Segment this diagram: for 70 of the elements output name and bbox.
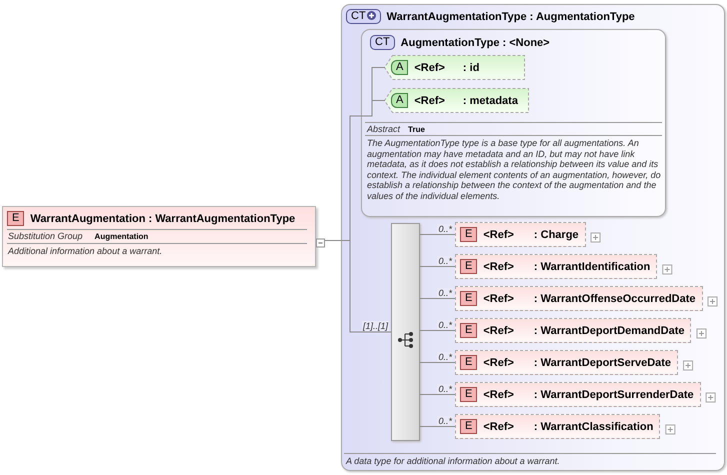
property-value: True: [408, 124, 425, 134]
property-label: Substitution Group: [8, 231, 83, 241]
connector-line: [324, 240, 342, 241]
connector-line: [420, 234, 456, 235]
description: A data type for additional information about a warrant.: [346, 456, 560, 466]
connector-line: [420, 266, 456, 267]
complex-type-panel: [341, 4, 725, 471]
attribute-badge: A: [391, 93, 408, 108]
element-reference-box: [455, 254, 658, 279]
element-reference-box: [455, 318, 692, 343]
reference-tag: <Ref>: [483, 260, 514, 272]
connector-line: [420, 394, 456, 395]
edge-label: [1]..[1]: [362, 321, 389, 331]
type-name: AugmentationType : <None>: [400, 36, 550, 48]
complex-type-panel: [361, 29, 666, 217]
element-box: [2, 206, 316, 267]
description: Additional information about a warrant.: [8, 246, 162, 256]
property-label: Abstract: [367, 124, 400, 134]
element-name: : WarrantDeportDemandDate: [534, 324, 684, 336]
element-badge: E: [460, 419, 478, 434]
edge-label: 0..*: [437, 416, 453, 426]
reference-tag: <Ref>: [483, 228, 514, 240]
reference-tag: <Ref>: [483, 388, 514, 400]
element-name: : WarrantDeportServeDate: [534, 356, 672, 368]
element-badge: E: [7, 211, 24, 226]
element-badge: E: [460, 291, 478, 306]
type-name: WarrantAugmentationType : AugmentationType: [386, 10, 635, 22]
edge-label: 0..*: [437, 352, 453, 362]
attribute-box: [384, 88, 529, 113]
reference-tag: <Ref>: [414, 62, 445, 74]
element-reference-box: [455, 382, 701, 407]
element-badge: E: [460, 259, 478, 274]
description: The AugmentationType type is a base type for all augmentations. An augmentation may have metadata and an ID, but may not have link metadata, as it does not establish a relationship between its value and its context. The individual element contents of an augmentation, however, do establish a relationship between the context of the augmentation and the values of the individual elements.: [367, 138, 661, 200]
attribute-name: : metadata: [462, 94, 518, 106]
sequence-bar: [391, 223, 420, 441]
element-reference-box: [455, 222, 586, 247]
element-name: : WarrantDeportSurrenderDate: [534, 388, 694, 400]
edge-label: 0..*: [437, 320, 453, 330]
connector-line: [420, 298, 456, 299]
element-badge: E: [460, 387, 478, 402]
reference-tag: <Ref>: [414, 94, 445, 106]
element-reference-box: [455, 414, 660, 439]
reference-tag: <Ref>: [483, 292, 514, 304]
element-name: : WarrantOffenseOccurredDate: [534, 292, 696, 304]
element-badge: E: [460, 323, 478, 338]
element-badge: E: [460, 227, 478, 242]
connector-line: [340, 240, 392, 332]
edge-label: 0..*: [437, 384, 453, 394]
element-name: : Charge: [534, 228, 579, 240]
element-name: : WarrantIdentification: [534, 260, 650, 272]
connector-line: [420, 362, 456, 363]
edge-label: 0..*: [437, 224, 453, 234]
complex-type-badge: CT: [346, 9, 381, 24]
property-value: Augmentation: [94, 232, 148, 240]
complex-type-badge: CT: [370, 35, 395, 50]
element-name: WarrantAugmentation : WarrantAugmentationType: [30, 212, 296, 224]
element-badge: E: [460, 355, 478, 370]
attribute-badge: A: [391, 60, 408, 75]
attribute-box: [384, 55, 525, 80]
reference-tag: <Ref>: [483, 324, 514, 336]
edge-label: 0..*: [437, 256, 453, 266]
reference-tag: <Ref>: [483, 420, 514, 432]
element-reference-box: [455, 350, 678, 375]
attribute-name: : id: [462, 62, 480, 74]
element-name: : WarrantClassification: [534, 420, 654, 432]
reference-tag: <Ref>: [483, 356, 514, 368]
connector-line: [420, 426, 456, 427]
connector-line: [420, 330, 456, 331]
edge-label: 0..*: [437, 288, 453, 298]
element-reference-box: [455, 286, 703, 311]
